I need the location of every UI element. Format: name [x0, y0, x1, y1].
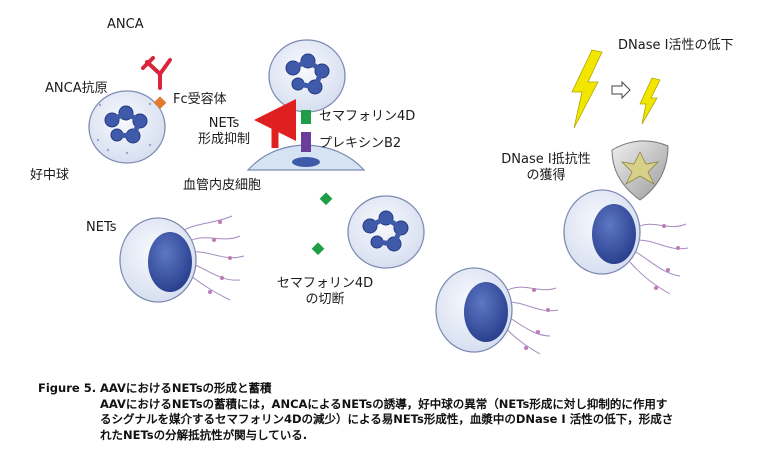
- lightning-icon-large: [571, 49, 603, 129]
- nets-cell-right: [563, 189, 689, 295]
- nets-cell-center: [435, 267, 559, 355]
- endothelial-cell: [246, 144, 366, 171]
- fc-receptor-label: Fc受容体: [173, 92, 227, 107]
- arrow-right-outline-icon: [611, 80, 631, 100]
- semaphorin-label: セマフォリン4D: [319, 109, 416, 124]
- nets-cell-left: [119, 215, 245, 303]
- anca-antibody-icon: [141, 56, 172, 90]
- endothelium-label: 血管内皮細胞: [183, 178, 262, 193]
- lightning-icon-small: [639, 77, 661, 125]
- plexin-label: プレキシンB2: [319, 136, 402, 151]
- neutrophil-anca: [88, 90, 166, 164]
- dnase-resistance-label-line2: の獲得: [526, 168, 566, 183]
- dnase-decline-label: DNase I活性の低下: [618, 38, 734, 53]
- neutrophil-top: [268, 39, 346, 113]
- semaphorin-cleavage-label-line2: の切断: [305, 292, 345, 307]
- nucleus-lobed: [104, 105, 148, 144]
- cleaved-semaphorin-fragments: [311, 192, 333, 256]
- dnase-resistance-label-line1: DNase I抵抗性: [501, 152, 591, 167]
- semaphorin-4d-bound: [301, 110, 311, 124]
- anca-antigen-label: ANCA抗原: [45, 81, 108, 96]
- figure-number: Figure 5.: [38, 381, 97, 395]
- neutrophil-label: 好中球: [30, 168, 70, 183]
- anca-label: ANCA: [107, 17, 144, 32]
- figure-title: AAVにおけるNETsの形成と蓄積: [100, 381, 272, 395]
- semaphorin-cleavage-label-line1: セマフォリン4D: [276, 276, 374, 291]
- neutrophil-center: [347, 195, 425, 269]
- nets-label: NETs: [86, 220, 117, 235]
- nets-inhibition-label-line2: 形成抑制: [197, 132, 250, 147]
- caption-line-3: れたNETsの分解抵抗性が関与している.: [100, 427, 308, 442]
- shield-icon: [611, 140, 669, 201]
- figure-caption: Figure 5. AAVにおけるNETsの形成と蓄積 AAVにおけるNETsの…: [38, 381, 758, 443]
- nets-inhibition-label-line1: NETs: [208, 116, 240, 131]
- caption-line-1: AAVにおけるNETsの蓄積には，ANCAによるNETsの誘導，好中球の異常（N…: [100, 396, 668, 411]
- plexin-b2-receptor: [301, 132, 311, 152]
- fc-receptor-shape: [153, 96, 167, 110]
- caption-line-2: るシグナルを媒介するセマフォリン4Dの減少）による易NETs形成性，血漿中のDN…: [100, 412, 674, 426]
